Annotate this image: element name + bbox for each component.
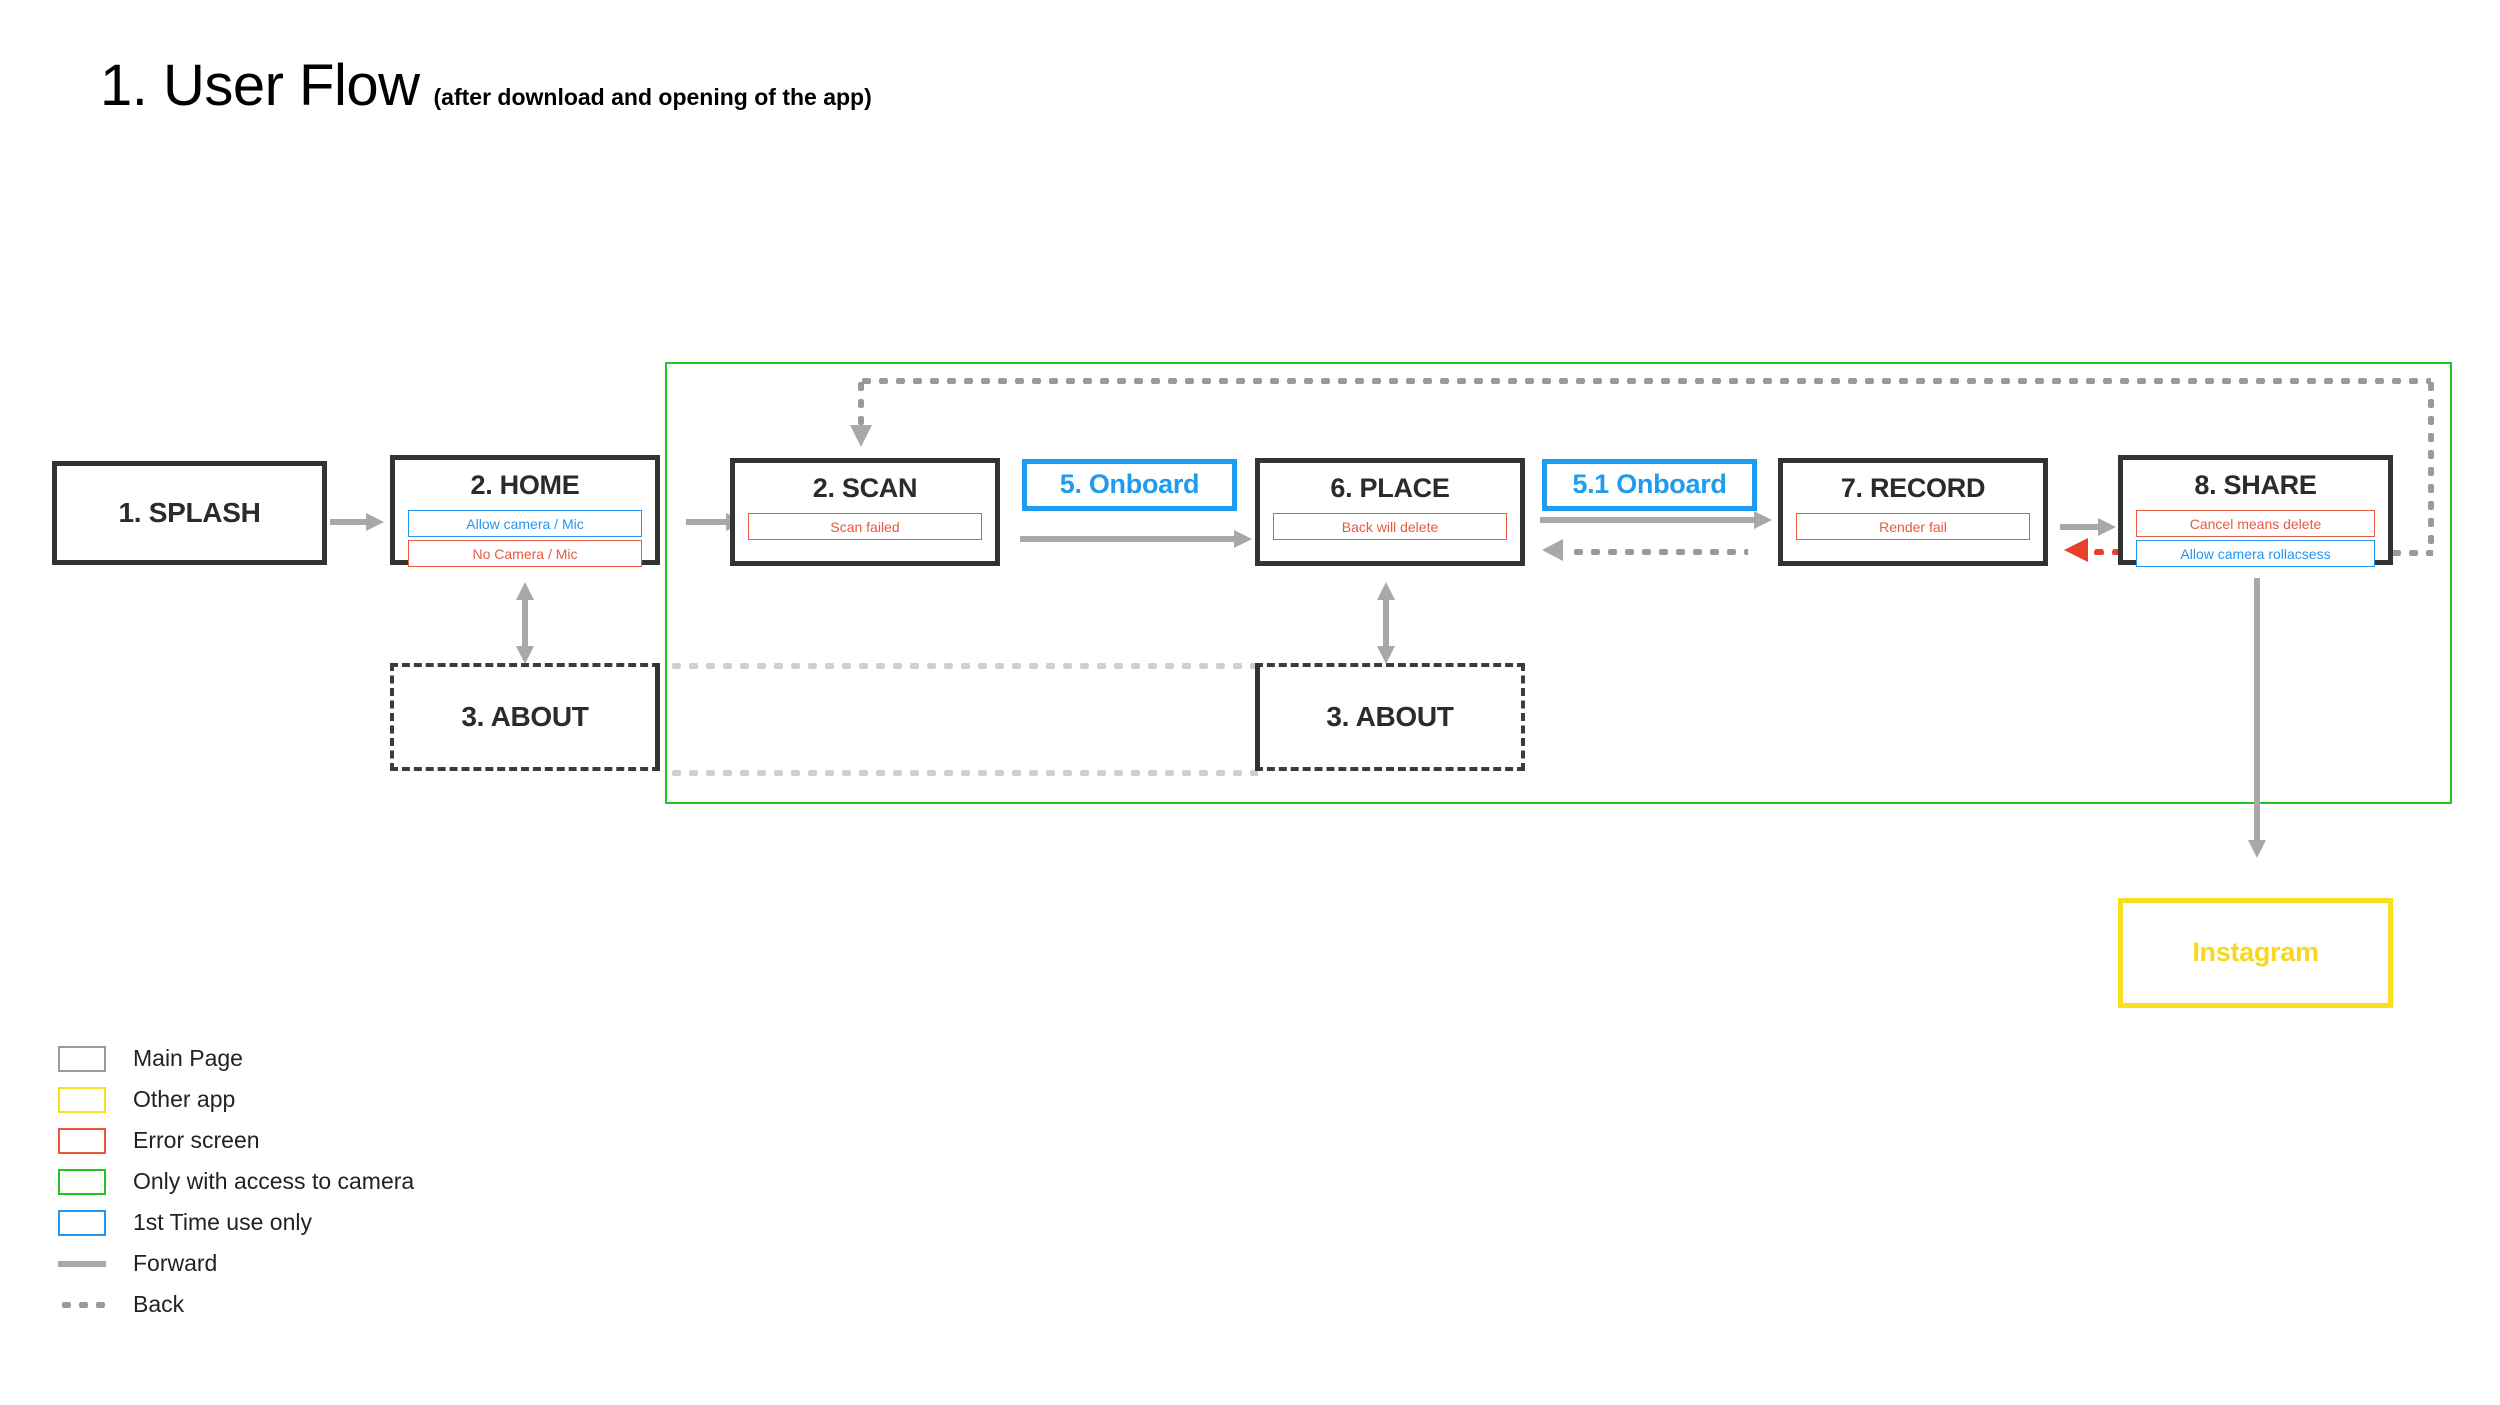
node-about-right[interactable]: 3. ABOUT [1255, 663, 1525, 771]
legend: Main Page Other app Error screen Only wi… [58, 1038, 414, 1325]
pill-allow-camera-mic[interactable]: Allow camera / Mic [408, 510, 642, 538]
legend-item-back: Back [58, 1284, 414, 1325]
node-place-pills: Back will delete [1260, 513, 1520, 543]
node-share-pills: Cancel means delete Allow camera rollacs… [2123, 510, 2388, 570]
camera-access-zone [665, 362, 2452, 804]
node-about-left[interactable]: 3. ABOUT [390, 663, 660, 771]
about-left-edge-accent [655, 663, 660, 771]
arrow-place-about-right [1377, 582, 1395, 664]
node-about-right-title: 3. ABOUT [1326, 700, 1454, 732]
page-title: 1. User Flow (after download and opening… [100, 52, 872, 119]
node-home-title: 2. HOME [470, 470, 580, 500]
legend-swatch-other-app [58, 1086, 106, 1113]
legend-item-first-time: 1st Time use only [58, 1202, 414, 1243]
node-scan[interactable]: 2. SCAN Scan failed [730, 458, 1000, 566]
legend-label-main-page: Main Page [133, 1045, 243, 1071]
node-splash-title: 1. SPLASH [118, 496, 261, 528]
back-path-right-vertical [2428, 378, 2434, 553]
pill-scan-failed[interactable]: Scan failed [748, 513, 982, 541]
legend-item-camera-access: Only with access to camera [58, 1161, 414, 1202]
pill-allow-camera-roll-access[interactable]: Allow camera rollacsess [2136, 540, 2375, 568]
node-onboard-5-title: 5. Onboard [1059, 469, 1200, 500]
node-place-title: 6. PLACE [1330, 473, 1450, 503]
node-share-title: 8. SHARE [2194, 470, 2317, 500]
node-record-title: 7. RECORD [1840, 473, 1986, 503]
page-title-subtitle: (after download and opening of the app) [433, 84, 872, 110]
legend-swatch-first-time [58, 1209, 106, 1236]
node-onboard-5[interactable]: 5. Onboard [1022, 459, 1237, 511]
legend-item-main-page: Main Page [58, 1038, 414, 1079]
arrow-splash-to-home [330, 513, 384, 531]
about-right-edge-accent [1255, 663, 1260, 771]
node-instagram[interactable]: Instagram [2118, 898, 2393, 1008]
pill-back-will-delete[interactable]: Back will delete [1273, 513, 1507, 541]
legend-dots-back [58, 1301, 106, 1308]
back-path-place-onboard51 [1570, 549, 1748, 555]
pill-cancel-means-delete[interactable]: Cancel means delete [2136, 510, 2375, 538]
arrow-home-about-left [516, 582, 534, 664]
node-instagram-title: Instagram [2192, 937, 2319, 968]
legend-item-other-app: Other app [58, 1079, 414, 1120]
pill-render-fail[interactable]: Render fail [1796, 513, 2030, 541]
node-home[interactable]: 2. HOME Allow camera / Mic No Camera / M… [390, 455, 660, 568]
arrow-share-to-instagram [2248, 578, 2266, 858]
node-scan-pills: Scan failed [735, 513, 995, 543]
node-record-pills: Render fail [1783, 513, 2043, 543]
legend-label-first-time: 1st Time use only [133, 1209, 312, 1235]
node-share[interactable]: 8. SHARE Cancel means delete Allow camer… [2118, 455, 2393, 568]
node-onboard-51-title: 5.1 Onboard [1572, 469, 1727, 500]
back-path-top [858, 378, 2431, 384]
node-onboard-51[interactable]: 5.1 Onboard [1542, 459, 1757, 511]
about-link-top [668, 663, 1258, 669]
about-link-bottom [668, 770, 1258, 776]
back-arrowhead-place [1542, 539, 1563, 561]
node-about-left-title: 3. ABOUT [461, 700, 589, 732]
node-place[interactable]: 6. PLACE Back will delete [1255, 458, 1525, 566]
back-path-to-scan [858, 378, 864, 430]
back-path-share-stub [2388, 550, 2433, 556]
node-home-pills: Allow camera / Mic No Camera / Mic [395, 510, 655, 570]
arrow-onboard51-to-record [1540, 511, 1772, 529]
legend-line-forward [58, 1260, 106, 1267]
node-scan-title: 2. SCAN [812, 473, 918, 503]
back-path-record-share [2090, 549, 2136, 555]
legend-item-forward: Forward [58, 1243, 414, 1284]
page-title-main: 1. User Flow [100, 53, 420, 118]
back-arrowhead-record-red [2064, 538, 2088, 562]
node-record[interactable]: 7. RECORD Render fail [1778, 458, 2048, 566]
legend-label-forward: Forward [133, 1250, 218, 1276]
arrow-record-to-share [2060, 518, 2116, 536]
legend-label-camera-access: Only with access to camera [133, 1168, 415, 1194]
legend-label-other-app: Other app [133, 1086, 236, 1112]
legend-swatch-main-page [58, 1045, 106, 1072]
arrow-onboard5-to-place [1020, 530, 1252, 548]
legend-item-error-screen: Error screen [58, 1120, 414, 1161]
back-arrowhead-scan [850, 425, 872, 447]
pill-no-camera-mic[interactable]: No Camera / Mic [408, 540, 642, 568]
legend-swatch-camera-access [58, 1168, 106, 1195]
legend-label-back: Back [133, 1291, 185, 1317]
node-splash[interactable]: 1. SPLASH [52, 461, 327, 565]
legend-swatch-error-screen [58, 1127, 106, 1154]
legend-label-error-screen: Error screen [133, 1127, 260, 1153]
